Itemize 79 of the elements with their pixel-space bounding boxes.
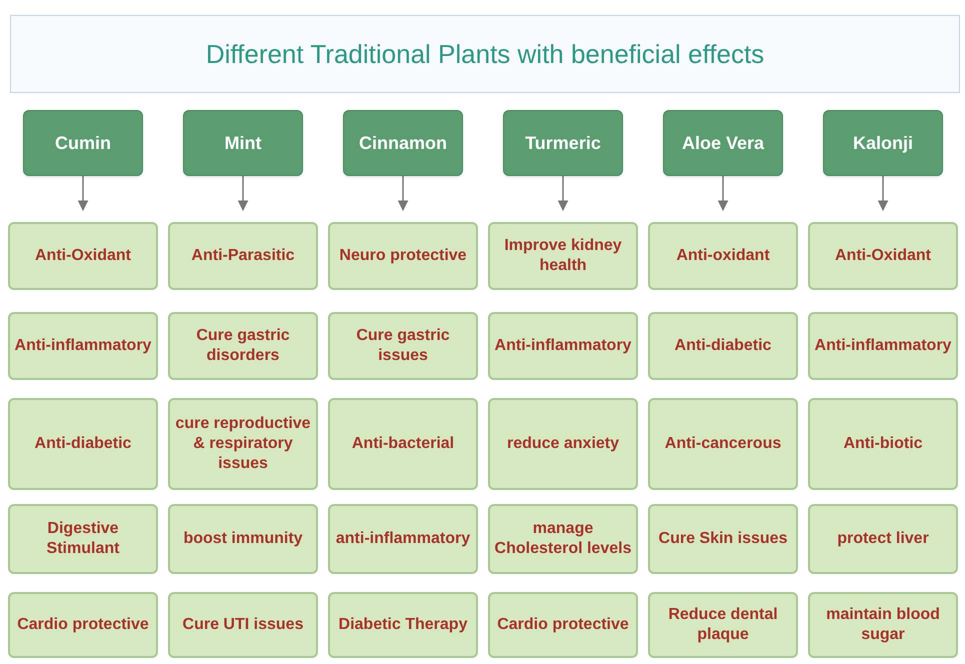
effect-box	[488, 398, 638, 490]
effect-box	[648, 592, 798, 658]
plant-name: Mint	[224, 132, 262, 154]
effect-text: Neuro protective	[339, 246, 467, 266]
arrow	[238, 176, 248, 212]
effect-box	[8, 398, 158, 490]
effect-text: Anti-Oxidant	[35, 246, 131, 266]
effect-text: Anti-cancerous	[664, 434, 782, 454]
effect-box	[328, 592, 478, 658]
effect-box	[808, 592, 958, 658]
arrow	[558, 176, 568, 212]
effect-text: Cure gastric disorders	[195, 326, 291, 366]
effect-text: Diabetic Therapy	[338, 615, 468, 635]
effect-box	[808, 398, 958, 490]
effect-box	[8, 312, 158, 380]
effect-text: Cardio protective	[17, 615, 149, 635]
effect-text: manage Cholesterol levels	[494, 519, 632, 559]
effect-text: reduce anxiety	[506, 434, 620, 454]
effect-box	[168, 504, 318, 574]
effect-text: Digestive Stimulant	[46, 519, 120, 559]
arrow	[398, 176, 408, 212]
plant-name: Kalonji	[852, 132, 913, 154]
plant-name: Cumin	[55, 132, 111, 154]
effect-box	[488, 222, 638, 290]
effect-box	[328, 222, 478, 290]
plant-box	[823, 110, 943, 176]
effect-text: boost immunity	[183, 529, 303, 549]
effect-box	[808, 504, 958, 574]
effect-text: Anti-diabetic	[674, 336, 772, 356]
effect-text: Anti-inflammatory	[814, 336, 952, 356]
plant-box	[23, 110, 143, 176]
effect-box	[168, 222, 318, 290]
plant-name: Aloe Vera	[682, 132, 764, 154]
effect-box	[808, 222, 958, 290]
effect-text: Anti-Parasitic	[191, 246, 295, 266]
effect-box	[648, 398, 798, 490]
effect-box	[648, 504, 798, 574]
effect-text: Improve kidney health	[503, 236, 623, 276]
arrow	[878, 176, 888, 212]
effect-text: Cure UTI issues	[182, 615, 304, 635]
effect-text: Reduce dental plaque	[667, 605, 779, 645]
effect-text: Cure gastric issues	[355, 326, 451, 366]
effect-box	[328, 504, 478, 574]
plant-box	[183, 110, 303, 176]
plant-box	[663, 110, 783, 176]
effect-text: Anti-Oxidant	[835, 246, 931, 266]
effect-box	[648, 312, 798, 380]
effect-text: Anti-biotic	[843, 434, 923, 454]
effect-box	[168, 312, 318, 380]
effect-text: Anti-bacterial	[352, 434, 454, 454]
plant-name: Turmeric	[525, 132, 601, 154]
effect-box	[488, 312, 638, 380]
effect-box	[808, 312, 958, 380]
effect-text: Anti-oxidant	[676, 246, 770, 266]
effect-box	[8, 222, 158, 290]
effect-box	[328, 312, 478, 380]
plant-name: Cinnamon	[359, 132, 447, 154]
effect-box	[328, 398, 478, 490]
plant-box	[503, 110, 623, 176]
effect-box	[488, 592, 638, 658]
effect-box	[488, 504, 638, 574]
effect-box	[168, 398, 318, 490]
effect-box	[8, 592, 158, 658]
effect-text: Cure Skin issues	[658, 529, 788, 549]
arrow	[78, 176, 88, 212]
effect-box	[648, 222, 798, 290]
effect-text: maintain blood sugar	[825, 605, 941, 645]
effect-text: protect liver	[837, 529, 929, 549]
plant-box	[343, 110, 463, 176]
effect-text: Anti-inflammatory	[14, 336, 152, 356]
effect-text: cure reproductive & respiratory issues	[174, 414, 312, 474]
effect-text: Anti-inflammatory	[494, 336, 632, 356]
effect-text: anti-inflammatory	[336, 529, 470, 549]
effect-box	[8, 504, 158, 574]
effect-box	[168, 592, 318, 658]
effect-text: Cardio protective	[497, 615, 629, 635]
effect-text: Anti-diabetic	[34, 434, 132, 454]
title: Different Traditional Plants with beneficial effects	[206, 38, 764, 70]
arrow	[718, 176, 728, 212]
